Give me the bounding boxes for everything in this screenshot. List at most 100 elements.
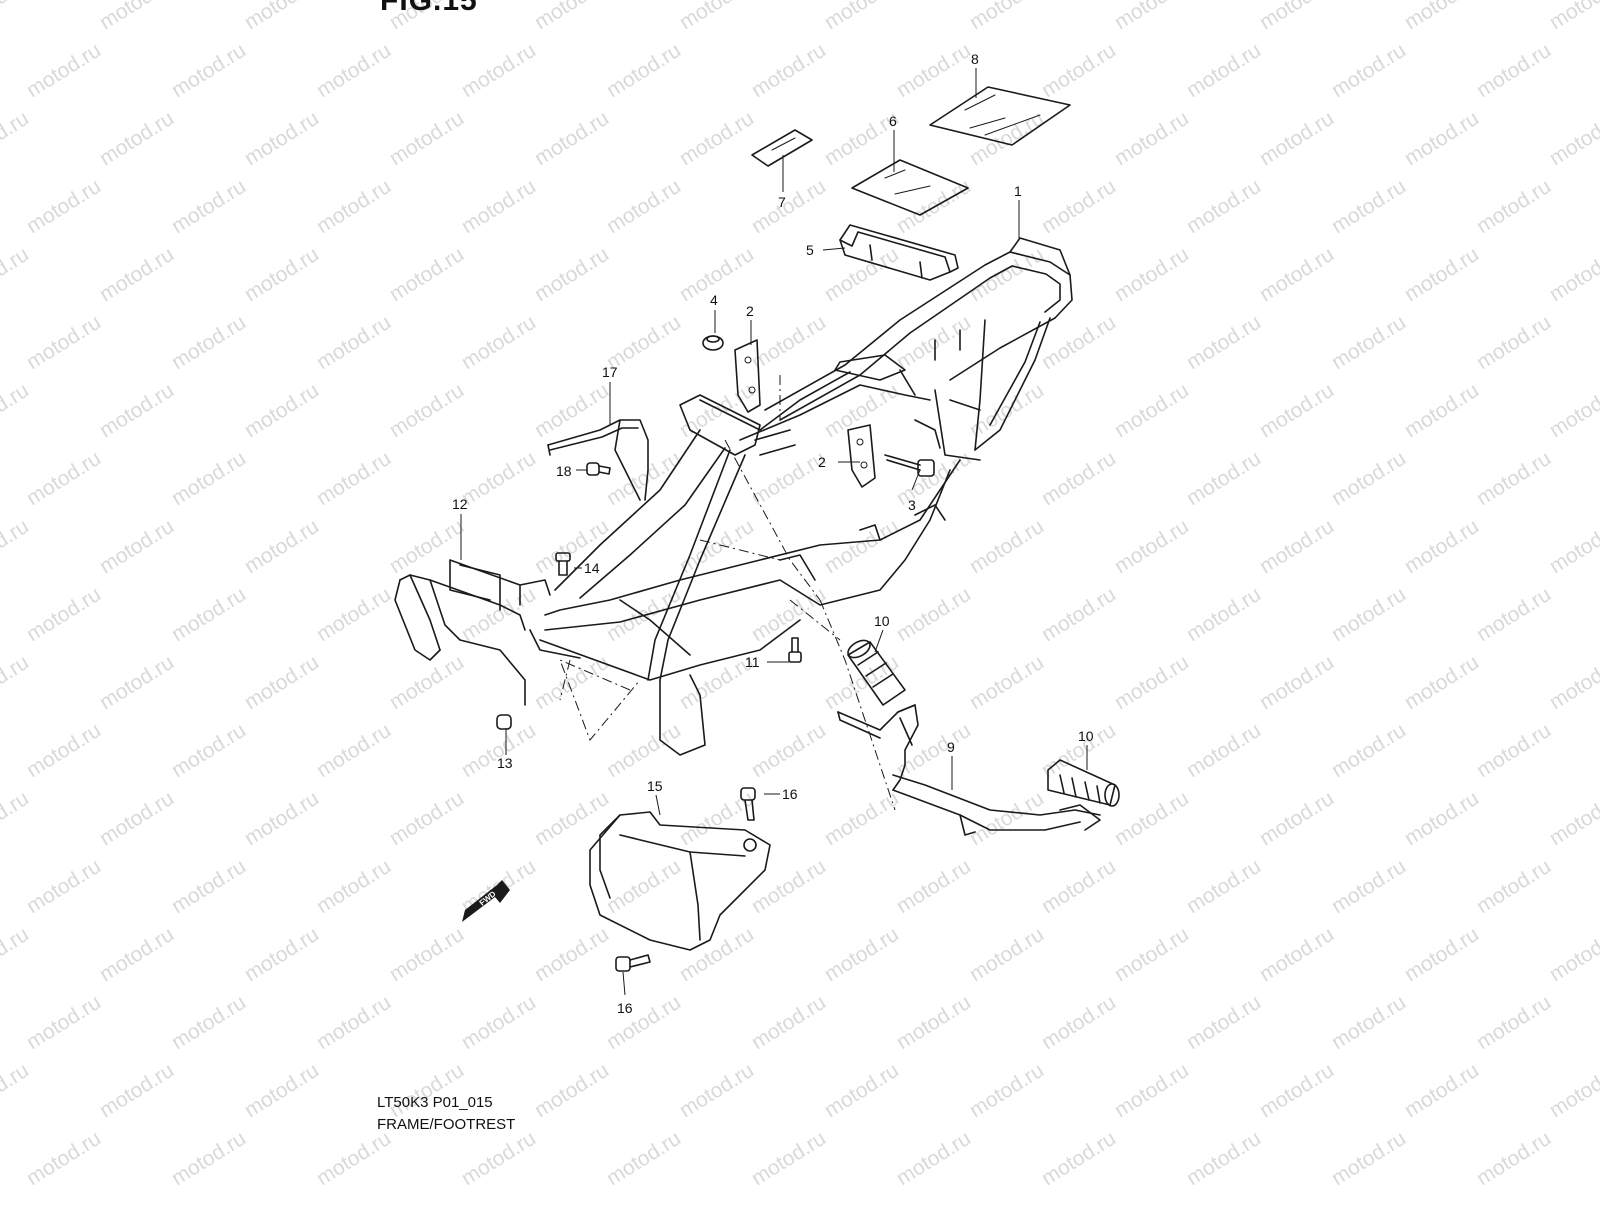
watermark-text: motod.ru	[965, 787, 1047, 850]
watermark-text: motod.ru	[965, 651, 1047, 714]
watermark-text: motod.ru	[1182, 447, 1264, 510]
watermark-text: motod.ru	[747, 39, 829, 102]
watermark-text: motod.ru	[1545, 515, 1600, 578]
watermark-text: motod.ru	[820, 923, 902, 986]
watermark-text: motod.ru	[675, 379, 757, 442]
watermark-text: motod.ru	[167, 719, 249, 782]
watermark-text: motod.ru	[167, 447, 249, 510]
watermark-text: motod.ru	[892, 991, 974, 1054]
watermark-text: motod.ru	[602, 991, 684, 1054]
watermark-text: motod.ru	[312, 991, 394, 1054]
watermark-text: motod.ru	[167, 991, 249, 1054]
watermark-text: motod.ru	[1545, 923, 1600, 986]
watermark-text: motod.ru	[1472, 311, 1554, 374]
bracket-17	[547, 419, 649, 501]
watermark-text: motod.ru	[95, 243, 177, 306]
watermark-text: motod.ru	[965, 515, 1047, 578]
watermark-text: motod.ru	[1327, 719, 1409, 782]
watermark-text: motod.ru	[385, 1059, 467, 1122]
watermark-text: motod.ru	[1327, 447, 1409, 510]
watermark-text: motod.ru	[312, 719, 394, 782]
callout-9: 9	[947, 739, 955, 755]
watermark-text: motod.ru	[1327, 583, 1409, 646]
watermark-text: motod.ru	[0, 379, 33, 442]
watermark-text: motod.ru	[385, 651, 467, 714]
watermark-text: motod.ru	[0, 243, 33, 306]
watermark-text: motod.ru	[965, 1059, 1047, 1122]
watermark-text: motod.ru	[0, 0, 33, 34]
watermark-text: motod.ru	[530, 923, 612, 986]
watermark-text: motod.ru	[1037, 583, 1119, 646]
watermark-text: motod.ru	[385, 787, 467, 850]
watermark-text: motod.ru	[1545, 787, 1600, 850]
watermark-text: motod.ru	[530, 651, 612, 714]
watermark-text: motod.ru	[820, 515, 902, 578]
watermark-text: motod.ru	[747, 991, 829, 1054]
watermark-text: motod.ru	[1327, 1127, 1409, 1190]
watermark-text: motod.ru	[530, 515, 612, 578]
watermark-text: motod.ru	[95, 515, 177, 578]
watermark-text: motod.ru	[892, 1127, 974, 1190]
watermark-text: motod.ru	[22, 583, 104, 646]
watermark-text: motod.ru	[95, 107, 177, 170]
watermark-text: motod.ru	[1545, 243, 1600, 306]
watermark-text: motod.ru	[457, 39, 539, 102]
watermark-text: motod.ru	[530, 379, 612, 442]
watermark-text: motod.ru	[1400, 379, 1482, 442]
label-8	[929, 86, 1071, 146]
callout-16-upper: 16	[782, 786, 798, 802]
watermark-text: motod.ru	[240, 651, 322, 714]
watermark-text: motod.ru	[1472, 447, 1554, 510]
watermark-text: motod.ru	[1255, 0, 1337, 34]
watermark-text: motod.ru	[965, 0, 1047, 34]
watermark-text: motod.ru	[1255, 379, 1337, 442]
watermark-text: motod.ru	[602, 175, 684, 238]
bolt-16-upper	[740, 787, 756, 821]
watermark-text: motod.ru	[747, 583, 829, 646]
label-6	[851, 159, 969, 216]
watermark-text: motod.ru	[240, 107, 322, 170]
watermark-text: motod.ru	[312, 855, 394, 918]
watermark-text: motod.ru	[1327, 311, 1409, 374]
watermark-text: motod.ru	[1327, 175, 1409, 238]
watermark-text: motod.ru	[1400, 243, 1482, 306]
footrest-rubber-10-upper	[847, 639, 906, 706]
bolt-16-lower	[615, 954, 651, 972]
watermark-text: motod.ru	[1110, 651, 1192, 714]
nut-13	[496, 714, 512, 730]
watermark-text: motod.ru	[602, 855, 684, 918]
bolt-14	[555, 552, 571, 576]
callout-11: 11	[745, 654, 760, 670]
callout-5: 5	[806, 242, 814, 258]
callout-18: 18	[556, 463, 572, 479]
watermark-text: motod.ru	[1182, 175, 1264, 238]
watermark-text: motod.ru	[1400, 787, 1482, 850]
watermark-text: motod.ru	[312, 311, 394, 374]
watermark-text: motod.ru	[1472, 991, 1554, 1054]
callout-3: 3	[908, 497, 916, 513]
watermark-text: motod.ru	[1255, 651, 1337, 714]
leader-lines	[460, 68, 1088, 996]
watermark-text: motod.ru	[1110, 0, 1192, 34]
bolt-3	[884, 454, 935, 477]
watermark-text: motod.ru	[1255, 1059, 1337, 1122]
callout-8: 8	[971, 51, 979, 67]
callout-6: 6	[889, 113, 897, 129]
watermark-text: motod.ru	[22, 855, 104, 918]
watermark-text: motod.ru	[530, 1059, 612, 1122]
watermark-text: motod.ru	[457, 991, 539, 1054]
watermark-text: motod.ru	[820, 1059, 902, 1122]
watermark-text: motod.ru	[1472, 39, 1554, 102]
grommet-4	[702, 335, 724, 351]
callout-2-lower: 2	[818, 454, 826, 470]
watermark-text: motod.ru	[602, 1127, 684, 1190]
watermark-text: motod.ru	[1037, 855, 1119, 918]
watermark-text: motod.ru	[22, 175, 104, 238]
watermark-text: motod.ru	[747, 1127, 829, 1190]
watermark-text: motod.ru	[1037, 991, 1119, 1054]
watermark-text: motod.ru	[1472, 719, 1554, 782]
watermark-text: motod.ru	[1545, 0, 1600, 34]
callout-17: 17	[602, 364, 618, 380]
watermark-text: motod.ru	[457, 311, 539, 374]
footrest-rubber-10-lower	[1047, 759, 1120, 807]
